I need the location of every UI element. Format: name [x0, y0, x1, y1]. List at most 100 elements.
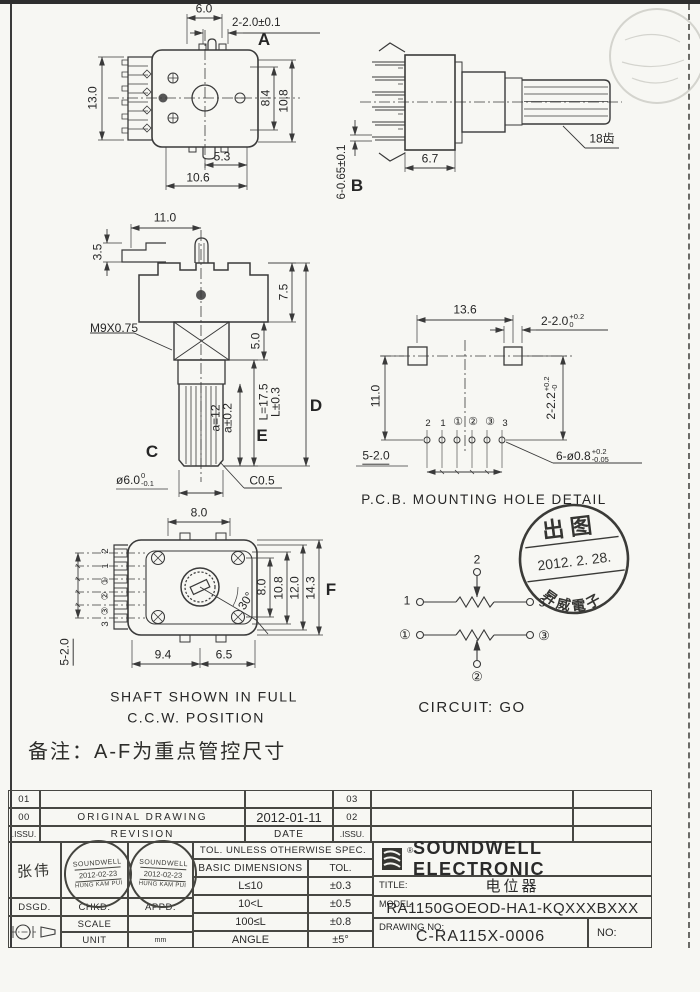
stamp-top-text: 出图 [541, 512, 600, 544]
pin-label: ① [100, 576, 112, 586]
dim-label: 13.6 [453, 302, 477, 317]
dim-sup: +0.2 [591, 447, 607, 456]
soundwell-logo [382, 848, 402, 870]
remark-note: 备注：A-F为重点管控尺寸 [28, 741, 287, 763]
pin-label: 1 [100, 563, 112, 569]
designer-name: 张伟 [17, 861, 52, 881]
section-view [90, 224, 310, 497]
rev-issu: 01 [8, 790, 40, 808]
pin-label: 3 [502, 418, 508, 430]
rev-empty [573, 808, 652, 826]
rev-issu2-header: .ISSU. [333, 826, 371, 842]
pin-label: ② [100, 591, 112, 601]
chamfer-label: C0.5 [249, 473, 275, 488]
dim-label: L±0.3 [268, 387, 283, 417]
pin-label: ① [453, 416, 463, 429]
dim-label: 5.3 [213, 149, 231, 164]
dim-main: ø6.0 [116, 472, 141, 487]
sheet-left-border [10, 4, 12, 948]
pin-label: ② [468, 416, 478, 429]
dim-label: 13.0 [85, 86, 100, 110]
dim-sup: 0 [141, 471, 146, 480]
terminal-label: ② [471, 669, 483, 685]
rev-empty [371, 826, 573, 842]
teeth-label: 18齿 [589, 131, 615, 146]
tolerance-value: ±0.3 [308, 877, 373, 895]
tolerance-header: TOL. UNLESS OTHERWISE SPEC. [193, 842, 373, 859]
rev-issu2: 02 [333, 808, 371, 826]
title-row: TITLE: 电位器 [373, 875, 652, 897]
view-letter-d: D [309, 396, 323, 416]
designer-signature-cell: 张伟 [8, 842, 61, 898]
dim-label: 6.7 [421, 151, 439, 166]
third-angle-projection-icon [9, 924, 56, 940]
dim-sub: -0.1 [141, 479, 154, 489]
tolerance-dim: ANGLE [193, 931, 308, 948]
terminal-label: ① [399, 627, 411, 643]
rev-date-header: DATE [245, 826, 333, 842]
terminal-label: 3 [538, 595, 546, 610]
rear-view [75, 518, 323, 668]
rev-issu: 00 [8, 808, 40, 826]
side-view [350, 8, 700, 172]
chkd-label: CHKD. [61, 898, 128, 916]
unit-value: mm [128, 932, 193, 948]
dim-label: 7.5 [276, 283, 291, 301]
rev-desc: ORIGINAL DRAWING [40, 808, 245, 826]
dim-label: 5.0 [248, 332, 263, 350]
rev-empty [371, 808, 573, 826]
dim-label: 8.0 [190, 505, 208, 520]
pin-label: 2 [100, 548, 112, 554]
front-view [98, 14, 320, 190]
title-value: 电位器 [467, 875, 558, 897]
dim-label: 2-2.0±0.1 [232, 17, 281, 29]
unit-label: UNIT [61, 932, 128, 948]
view-letter-a: A [257, 30, 271, 50]
rev-date [245, 790, 333, 808]
rev-issu2: 03 [333, 790, 371, 808]
circuit-diagram [415, 567, 535, 669]
tolerance-col1-header: BASIC DIMENSIONS [193, 859, 308, 877]
tolerance-dim: L≤10 [193, 877, 308, 895]
appd-label: APPD. [128, 898, 193, 916]
scale-value-cell [128, 916, 193, 932]
terminal-label: ③ [538, 628, 550, 644]
rev-desc [40, 790, 245, 808]
pcb-caption: P.C.B. MOUNTING HOLE DETAIL [361, 491, 607, 507]
dim-label: 5-2.0 [362, 448, 390, 465]
rev-issu-header: .ISSU. [8, 826, 40, 842]
rear-caption-1: SHAFT SHOWN IN FULL [110, 688, 298, 705]
tolerance-col2-header: TOL. [308, 859, 373, 877]
dim-sub: -0 [550, 384, 559, 392]
scale-label: SCALE [61, 916, 128, 932]
view-letter-e: E [256, 426, 268, 446]
approved-signature-cell [128, 842, 193, 898]
tolerance-dim: 10<L [193, 895, 308, 913]
pin-label: 1 [440, 418, 446, 430]
tolerance-dim: 100≤L [193, 913, 308, 931]
view-letter-b: B [350, 176, 364, 196]
dim-label: 2-2.2 +0.2-0 [542, 376, 560, 419]
stamp-line: 2012-02-23 [139, 866, 187, 883]
rev-empty [573, 826, 652, 842]
dim-label: 8.0 [254, 578, 269, 596]
company-name: SOUNDWELL ELECTRONIC [413, 838, 546, 879]
dim-label: 6-ø0.8 +0.2-0.05 [556, 447, 609, 465]
pin-label: ③ [100, 606, 112, 616]
pcb-detail [356, 315, 642, 475]
dim-sup: +0.2 [569, 312, 585, 321]
dim-label: 14.3 [303, 576, 318, 600]
dim-label: 10.6 [186, 170, 210, 185]
model-row: MODEL: RA1150GOEOD-HA1-KQXXXBXXX [373, 896, 652, 918]
dim-label: 5-2.0 [57, 638, 74, 666]
dim-label: 9.4 [154, 647, 172, 662]
dim-label: 11.0 [153, 210, 177, 225]
rev-empty [371, 790, 573, 808]
pin-label: ③ [485, 416, 495, 429]
circuit-caption: CIRCUIT: GO [418, 699, 526, 717]
pin-label: 3 [100, 621, 112, 627]
sheet-right-border [688, 4, 690, 948]
drawing-no-value: C-RA115X-0006 [415, 928, 546, 945]
dim-label: 6.5 [215, 647, 233, 662]
